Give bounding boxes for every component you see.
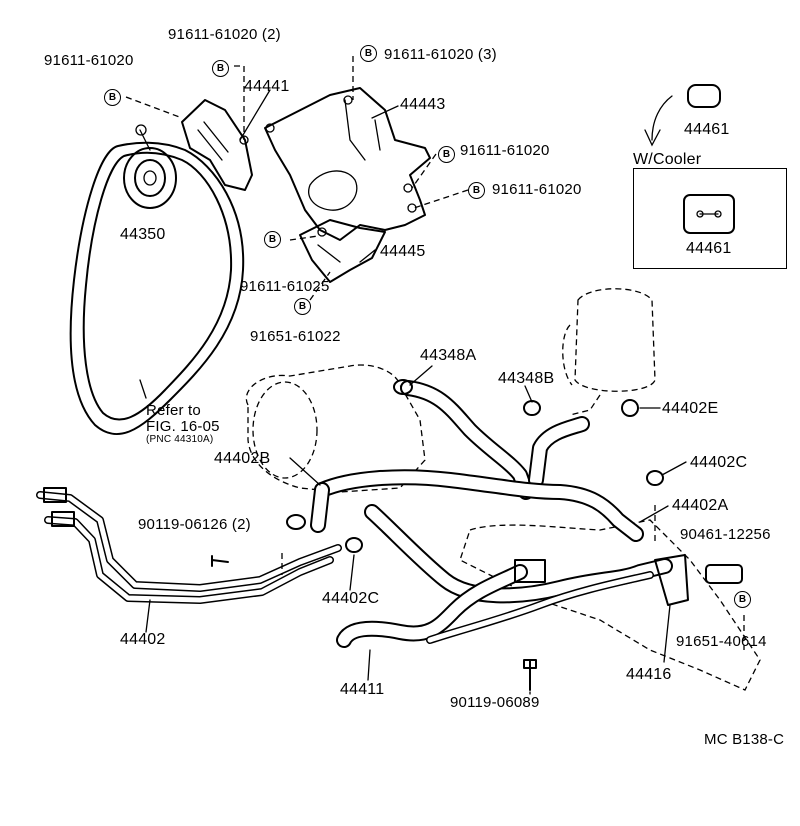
bolt-marker-b: B — [104, 89, 121, 106]
bolt-marker-b: B — [264, 231, 281, 248]
label-part-44402B: 44402B — [214, 450, 271, 467]
inset-arrow — [644, 95, 673, 147]
bracket-44443-illustration — [264, 87, 431, 241]
label-bolt-91651-61022: 91651-61022 — [250, 328, 341, 345]
label-part-44402A: 44402A — [672, 497, 729, 514]
label-part-44411: 44411 — [340, 681, 385, 698]
idler-pulley-illustration — [123, 124, 177, 209]
bracket-44441-illustration — [181, 99, 253, 191]
label-part-44441: 44441 — [244, 78, 290, 95]
label-bolt-91611-61020-x3: 91611-61020 (3) — [384, 46, 497, 63]
bolt-marker-b: B — [360, 45, 377, 62]
gear-box-outline — [459, 519, 761, 691]
label-refer-figure: FIG. 16-05 — [146, 418, 220, 435]
bolt-marker-b: B — [294, 298, 311, 315]
bracket-44416-illustration — [654, 554, 689, 606]
label-inset-title-w-cooler: W/Cooler — [633, 151, 702, 168]
label-bolt-90461-12256: 90461-12256 — [680, 526, 771, 543]
hose-clamps — [286, 379, 743, 584]
label-part-44348A: 44348A — [420, 347, 477, 364]
label-refer-pnc: (PNC 44310A) — [146, 434, 214, 445]
label-bolt-90119-06126: 90119-06126 (2) — [138, 516, 251, 533]
bolt-marker-b: B — [468, 182, 485, 199]
label-bolt-91611-61020-right-2: 91611-61020 — [492, 181, 582, 198]
leader-lines — [125, 56, 745, 650]
figure-code: MC B138-C — [704, 731, 785, 748]
label-bolt-90119-06089: 90119-06089 — [450, 694, 540, 711]
label-bolt-91611-61020-right-1: 91611-61020 — [460, 142, 550, 159]
bolts — [211, 555, 537, 691]
label-bolt-91611-61025: 91611-61025 — [240, 278, 330, 295]
pump-outline — [245, 364, 426, 493]
return-hose-44411 — [336, 564, 654, 648]
label-part-44445: 44445 — [380, 243, 426, 260]
drive-belt-illustration — [69, 141, 245, 436]
label-part-44443: 44443 — [400, 96, 446, 113]
bracket-44445-illustration — [299, 219, 386, 283]
label-part-44402E: 44402E — [662, 400, 719, 417]
label-bolt-91611-61020-top-left: 91611-61020 — [44, 52, 134, 69]
leader-lines-solid — [139, 89, 687, 695]
bolt-marker-b: B — [438, 146, 455, 163]
label-part-44402: 44402 — [120, 631, 166, 648]
label-bolt-91611-61020-x2: 91611-61020 (2) — [168, 26, 281, 43]
label-part-44402C-right: 44402C — [690, 454, 748, 471]
label-part-44402C-bottom: 44402C — [322, 590, 380, 607]
cooler-inset-box — [633, 168, 787, 269]
label-bolt-91651-40614: 91651-40614 — [676, 633, 767, 650]
pressure-hoses — [310, 380, 673, 604]
bolt-marker-b: B — [212, 60, 229, 77]
reservoir-outline — [562, 288, 656, 416]
cooler-tube-44402 — [36, 487, 342, 604]
label-refer-to: Refer to — [146, 402, 201, 419]
label-part-44350: 44350 — [120, 226, 166, 243]
label-part-44416: 44416 — [626, 666, 672, 683]
grommet-44461-illustration — [683, 84, 735, 234]
label-part-44461-top: 44461 — [684, 121, 730, 138]
bolt-marker-b: B — [734, 591, 751, 608]
label-part-44461-inset: 44461 — [686, 240, 732, 257]
label-part-44348B: 44348B — [498, 370, 555, 387]
